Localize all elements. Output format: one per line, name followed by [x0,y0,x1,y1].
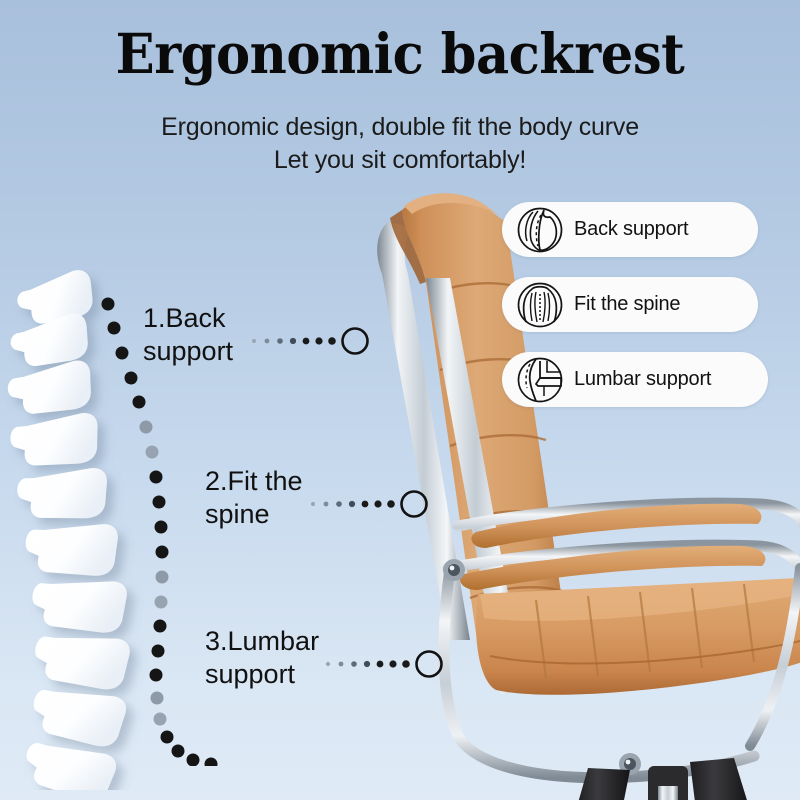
chair-base-arm-right [690,758,747,800]
chair-base-arm-left [578,768,630,800]
badge-lumbar-support-label: Lumbar support [574,368,712,390]
callout-back-support-label: 1.Back support [143,303,234,366]
seat-welt-seam [489,639,800,665]
callout-lumbar-support-label: 3.Lumbar support [205,626,320,689]
callout-back-support-leader [251,327,369,355]
backrest-top-highlight [404,193,500,216]
badge-lumbar-support[interactable]: Lumbar support [502,352,768,407]
spine-curve-dotted-line [101,297,218,766]
page-title: Ergonomic backrest [115,21,685,86]
back-contour-icon [517,207,563,252]
badge-fit-the-spine-label: Fit the spine [574,293,681,315]
backrest-top-wrap [390,210,426,284]
subtitle-line-2: Let you sit comfortably! [273,146,527,174]
vertebrae-stack [7,270,130,790]
callout-fit-the-spine-label: 2.Fit the spine [205,466,303,529]
callout-back-support: 1.Back support [143,302,373,382]
spine-back-view-icon [517,282,563,327]
chrome-rear-leg [745,563,800,751]
seated-lumbar-icon [517,357,563,402]
callout-lumbar-support-endpoint [415,650,443,678]
armrest-pad-rear [471,503,762,548]
callout-fit-the-spine: 2.Fit the spine [205,465,435,545]
spine-illustration [0,270,190,790]
armrest-chrome-frame-lower [442,539,800,594]
badge-back-support[interactable]: Back support [502,202,758,257]
callout-fit-the-spine-leader [310,490,428,518]
callout-lumbar-support-leader [325,650,443,678]
callout-lumbar-support: 3.Lumbar support [205,625,445,705]
gas-cylinder [658,786,678,800]
badge-back-support-label: Back support [574,218,689,240]
office-chair-illustration [330,170,800,800]
callout-fit-the-spine-endpoint [400,490,428,518]
badge-fit-the-spine[interactable]: Fit the spine [502,277,758,332]
frame-pivot-hardware [443,559,641,775]
subtitle-line-1: Ergonomic design, double fit the body cu… [161,113,639,141]
backrest-chrome-rail [377,222,470,640]
callout-back-support-endpoint [341,327,369,355]
armrest-chrome-frame-upper [452,497,800,532]
armrest-pad-front [460,545,766,590]
backrest-front-chrome-post [426,278,526,694]
